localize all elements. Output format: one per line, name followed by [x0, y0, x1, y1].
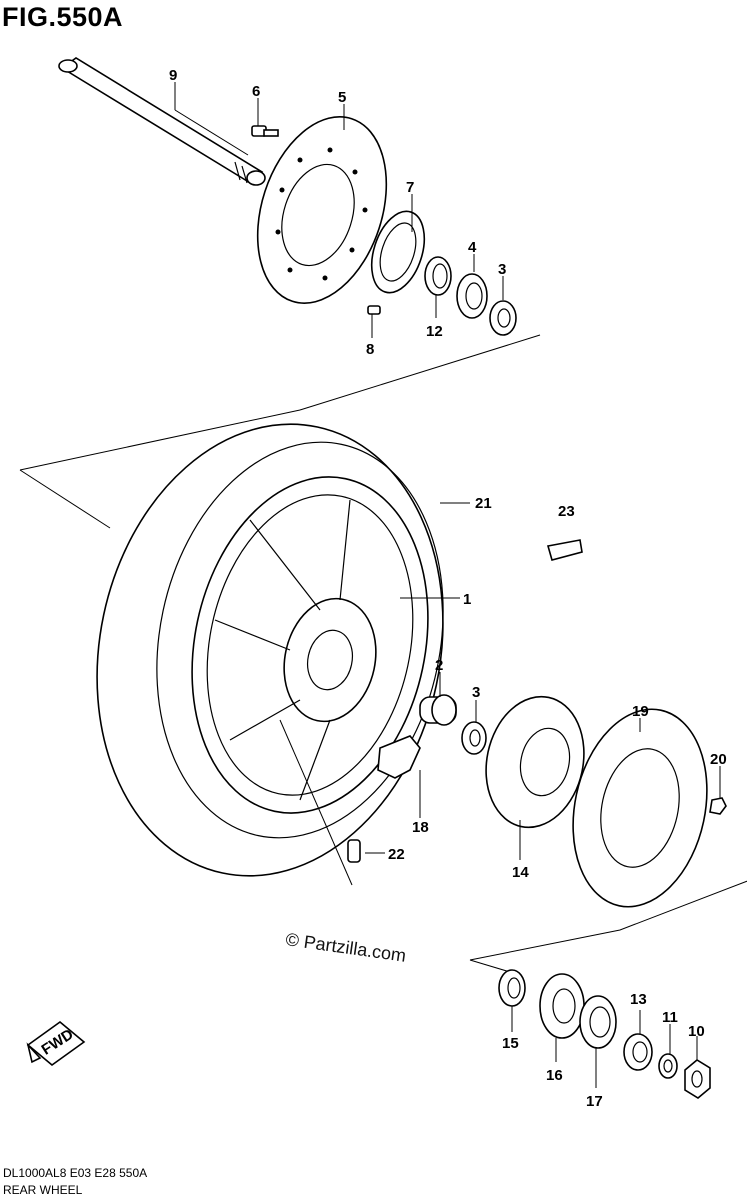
callout-8[interactable]: 8	[366, 341, 374, 358]
callout-3-lower[interactable]: 3	[472, 684, 480, 701]
callout-19[interactable]: 19	[632, 703, 649, 720]
model-code: DL1000AL8 E03 E28 550A	[3, 1166, 148, 1180]
wheel-spacer[interactable]	[419, 694, 457, 726]
callout-9[interactable]: 9	[169, 67, 177, 84]
axle[interactable]	[58, 57, 266, 186]
callout-1[interactable]: 1	[463, 591, 471, 608]
callout-2[interactable]: 2	[435, 657, 443, 674]
fwd-arrow-icon	[26, 1020, 86, 1067]
callout-17[interactable]: 17	[586, 1093, 603, 1110]
callout-23[interactable]: 23	[558, 503, 575, 520]
callout-labels: 1 2 3 3 4 5 6 7 8 9 10 11 12 13 14 15 16…	[169, 67, 727, 1110]
callout-5[interactable]: 5	[338, 89, 346, 106]
callout-22[interactable]: 22	[388, 846, 405, 863]
oil-seal[interactable]	[456, 273, 488, 319]
callout-18[interactable]: 18	[412, 819, 429, 836]
wheel[interactable]	[162, 455, 458, 835]
callout-11[interactable]: 11	[662, 1009, 678, 1026]
callout-10[interactable]: 10	[688, 1023, 705, 1040]
disc-bolt[interactable]	[251, 125, 279, 137]
drum-spacer[interactable]	[498, 969, 526, 1007]
callout-13[interactable]: 13	[630, 991, 647, 1008]
sprocket-drum[interactable]	[474, 687, 595, 836]
rotor-screw[interactable]	[367, 305, 381, 315]
sprocket-nut[interactable]	[709, 797, 727, 815]
callout-3-upper[interactable]: 3	[498, 261, 506, 278]
callout-21[interactable]: 21	[475, 495, 492, 512]
drum-bearing[interactable]	[539, 973, 585, 1039]
tire-valve[interactable]	[347, 839, 361, 863]
callout-15[interactable]: 15	[502, 1035, 519, 1052]
balance-weight[interactable]	[546, 539, 583, 561]
washer[interactable]	[658, 1053, 678, 1079]
bearing-upper[interactable]	[489, 300, 517, 336]
callout-20[interactable]: 20	[710, 751, 727, 768]
leader-lines	[174, 82, 721, 1088]
callout-7[interactable]: 7	[406, 179, 414, 196]
figure-title: FIG.550A	[2, 2, 124, 32]
bearing-lower[interactable]	[461, 721, 487, 755]
brake-disc[interactable]	[235, 100, 408, 320]
callout-6[interactable]: 6	[252, 83, 260, 100]
watermark: © Partzilla.com	[284, 929, 407, 966]
drum-oil-seal[interactable]	[579, 995, 617, 1049]
sensor-rotor[interactable]	[362, 205, 434, 300]
figure-caption: REAR WHEEL	[3, 1183, 83, 1197]
axle-nut[interactable]	[684, 1059, 711, 1099]
rear-sprocket[interactable]	[556, 697, 725, 920]
spacer[interactable]	[424, 256, 452, 296]
callout-14[interactable]: 14	[512, 864, 529, 881]
assembly-boundary-lines	[19, 334, 747, 976]
axle-spacer[interactable]	[623, 1033, 653, 1071]
callout-4[interactable]: 4	[468, 239, 477, 256]
cush-drive-damper[interactable]	[377, 735, 421, 779]
callout-16[interactable]: 16	[546, 1067, 563, 1084]
callout-12[interactable]: 12	[426, 323, 443, 340]
